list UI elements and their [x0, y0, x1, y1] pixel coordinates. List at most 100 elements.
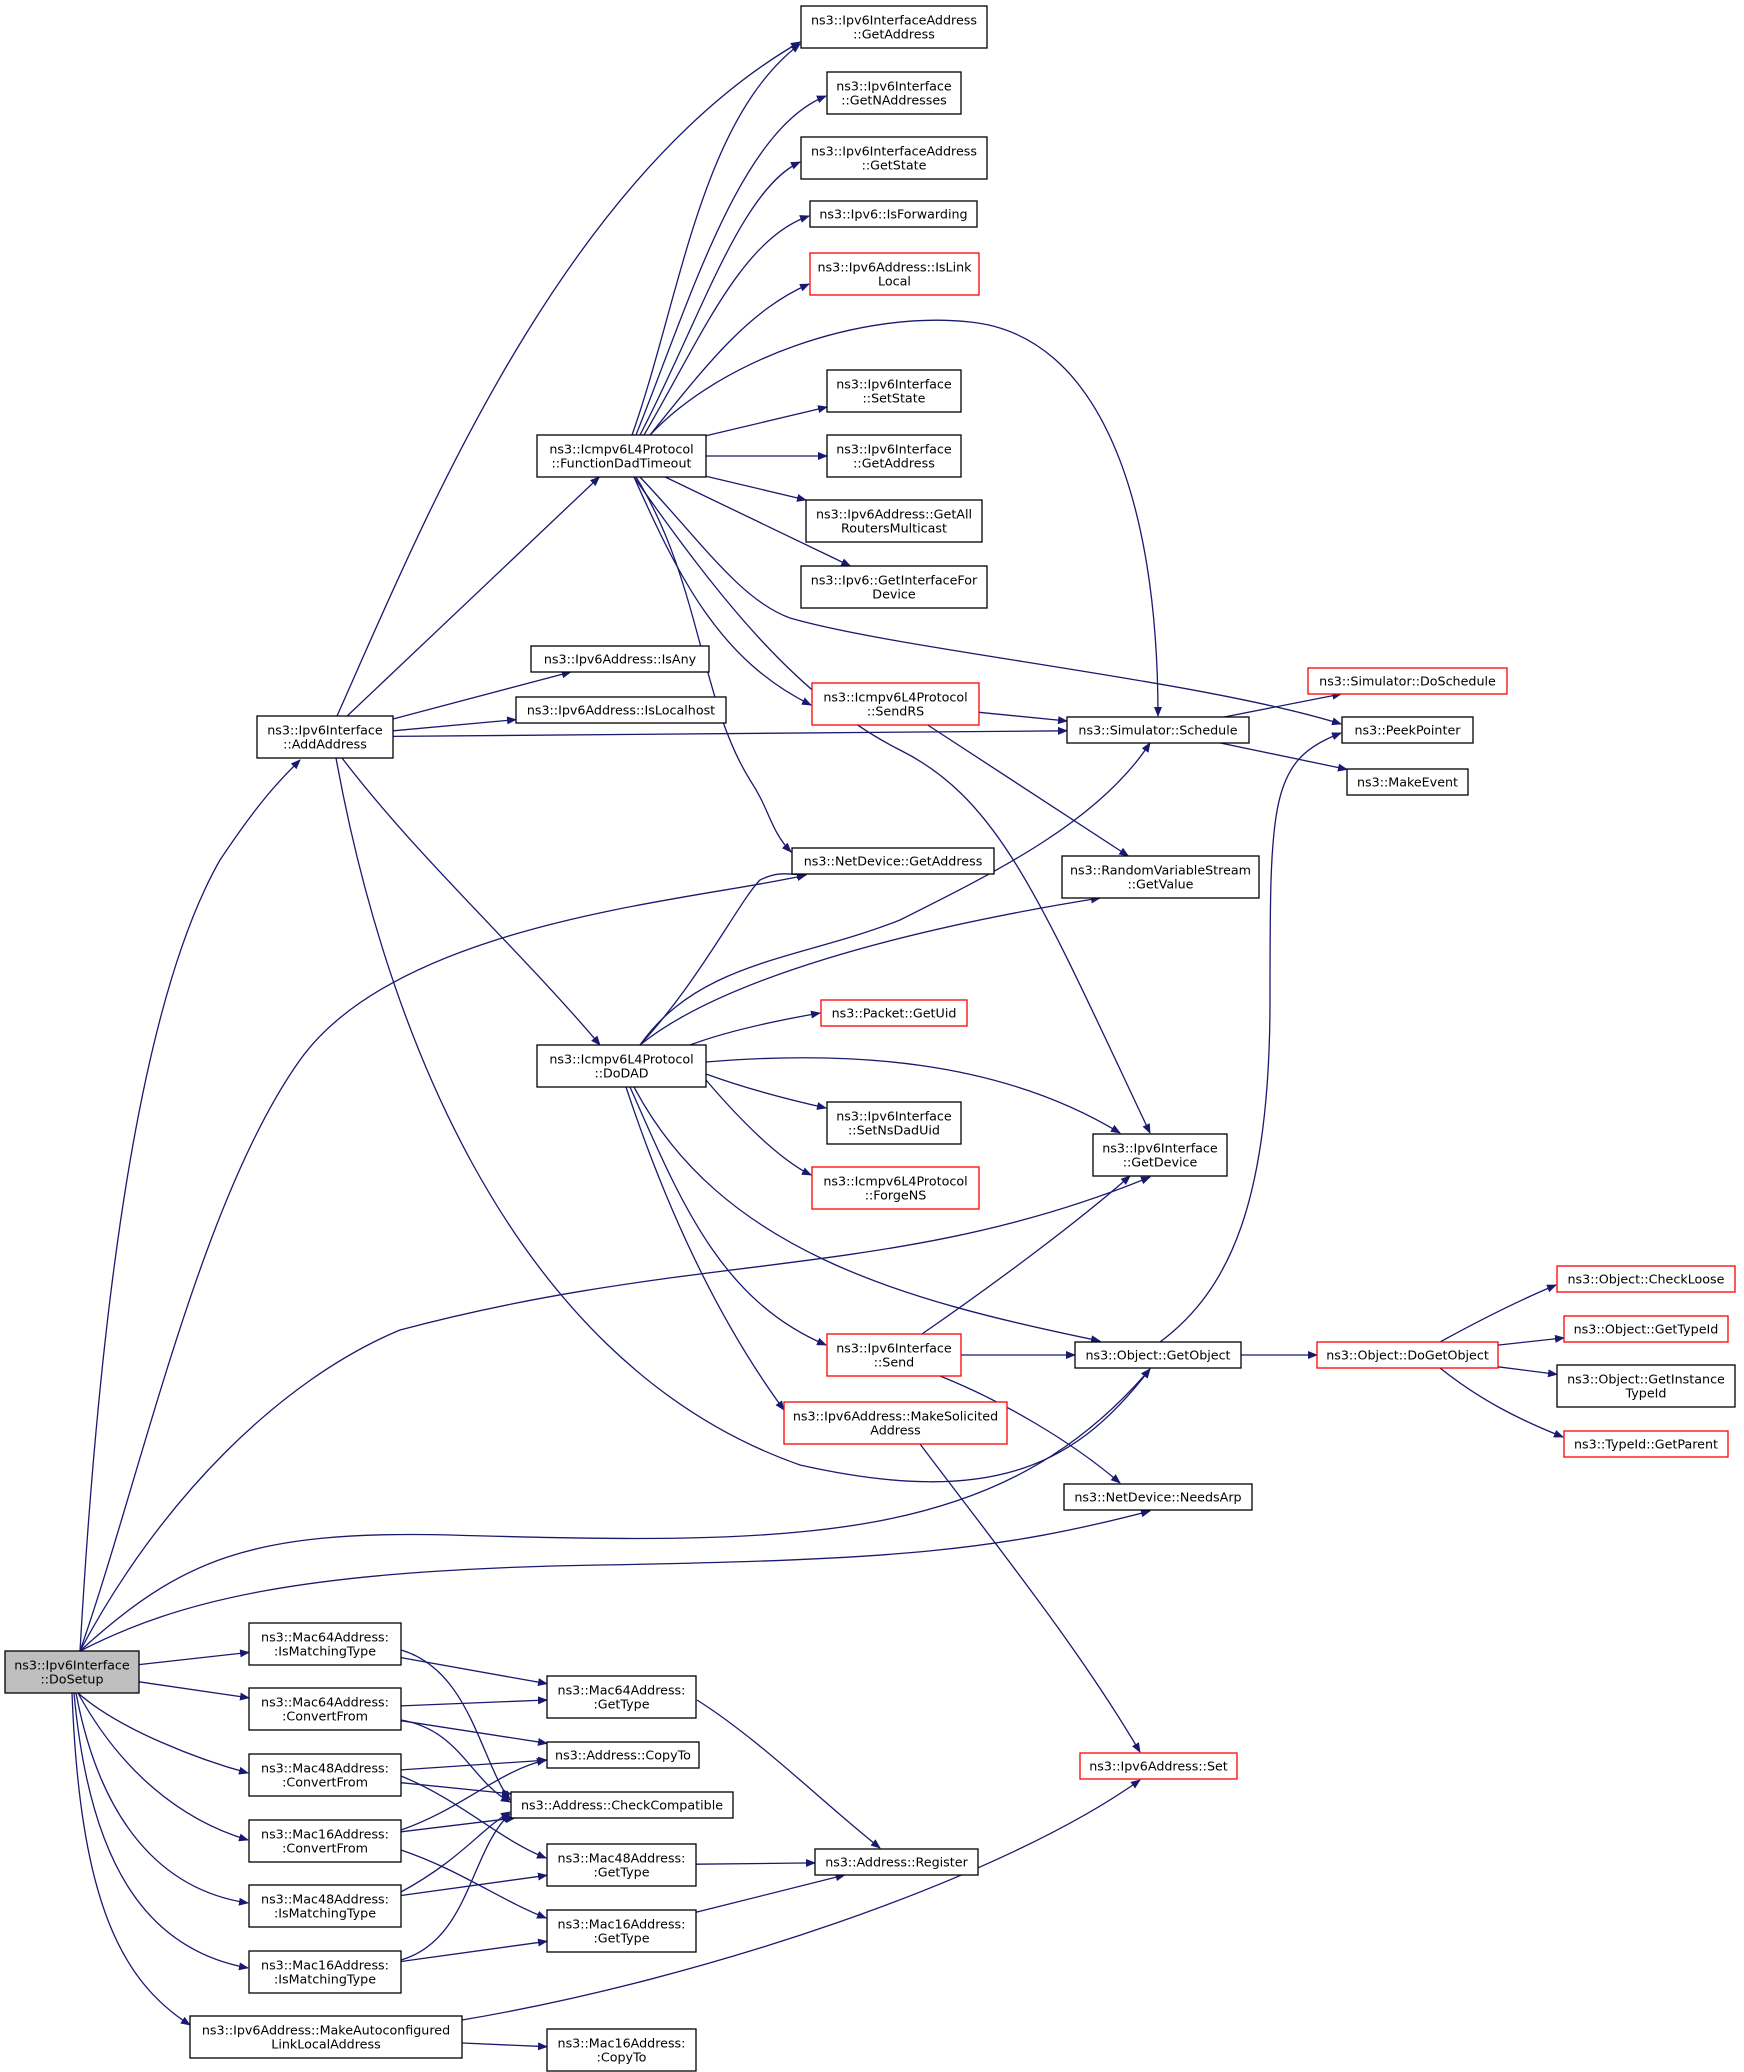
node-object-get-object[interactable]: ns3::Object::GetObject	[1074, 1341, 1242, 1369]
node-object-do-get-object[interactable]: ns3::Object::DoGetObject	[1316, 1341, 1499, 1369]
node-mac64-convert-from[interactable]: ns3::Mac64Address::ConvertFrom	[248, 1687, 402, 1731]
call-edge-iface_send-to-netdevice_needs_arp	[939, 1375, 1121, 1484]
node-make-autoconfigured-ll[interactable]: ns3::Ipv6Address::MakeAutoconfiguredLink…	[189, 2015, 463, 2059]
node-label-line: ns3::Icmpv6L4Protocol	[549, 1052, 693, 1067]
call-edge-mac64_is_matching_type-to-address_check_compatible	[400, 1649, 511, 1801]
node-ipv6-address-set[interactable]: ns3::Ipv6Address::Set	[1079, 1752, 1238, 1780]
node-box	[826, 369, 962, 413]
node-label-line: ns3::RandomVariableStream	[1070, 863, 1251, 878]
node-peek-pointer[interactable]: ns3::PeekPointer	[1341, 716, 1474, 744]
node-mac48-is-matching-type[interactable]: ns3::Mac48Address::IsMatchingType	[248, 1884, 402, 1928]
call-edge-object_do_get_object-to-object_check_loose	[1439, 1284, 1557, 1343]
call-edge-simulator_schedule-to-make_event	[1220, 742, 1348, 772]
call-edge-function_dad_timeout-to-iface_addr_get_state	[639, 161, 801, 436]
node-object-check-loose[interactable]: ns3::Object::CheckLoose	[1556, 1265, 1736, 1293]
node-is-any[interactable]: ns3::Ipv6Address::IsAny	[530, 645, 710, 673]
node-label-line: :IsMatchingType	[274, 1972, 376, 1987]
call-edge-mac16_convert_from-to-mac16_get_type	[400, 1849, 547, 1919]
node-iface-send[interactable]: ns3::Ipv6Interface::Send	[826, 1333, 962, 1377]
call-edge-mac48_is_matching_type-to-mac48_get_type	[400, 1872, 548, 1897]
node-mac16-get-type[interactable]: ns3::Mac16Address::GetType	[546, 1909, 697, 1953]
node-iface-get-address[interactable]: ns3::Ipv6Interface::GetAddress	[826, 434, 962, 478]
node-simulator-do-schedule[interactable]: ns3::Simulator::DoSchedule	[1307, 667, 1508, 695]
node-label-line: ns3::Ipv6Address::MakeAutoconfigured	[202, 2023, 450, 2038]
node-address-copy-to[interactable]: ns3::Address::CopyTo	[546, 1741, 700, 1769]
node-address-register[interactable]: ns3::Address::Register	[814, 1848, 979, 1876]
node-mac48-get-type[interactable]: ns3::Mac48Address::GetType	[546, 1843, 697, 1887]
node-label-line: ns3::Object::GetInstance	[1567, 1372, 1725, 1387]
node-label-line: ns3::Ipv6Interface	[836, 442, 952, 457]
node-mac48-convert-from[interactable]: ns3::Mac48Address::ConvertFrom	[248, 1753, 402, 1797]
node-box	[510, 1791, 734, 1819]
node-box	[1346, 768, 1469, 796]
node-label-line: ns3::Object::GetObject	[1085, 1348, 1230, 1363]
node-set-ns-dad-uid[interactable]: ns3::Ipv6Interface::SetNsDadUid	[826, 1101, 962, 1145]
node-typeid-get-parent[interactable]: ns3::TypeId::GetParent	[1563, 1430, 1729, 1458]
call-edge-do_dad-to-packet_get_uid	[689, 1010, 821, 1046]
call-edge-do_dad-to-iface_get_device	[705, 1057, 1121, 1134]
call-edge-mac64_convert_from-to-address_check_compatible	[400, 1719, 511, 1803]
node-box	[1063, 1483, 1253, 1511]
call-edge-function_dad_timeout-to-get_all_routers_multicast	[705, 475, 807, 502]
node-make-event[interactable]: ns3::MakeEvent	[1346, 768, 1469, 796]
node-label-line: ::GetAddress	[853, 27, 935, 42]
node-box	[826, 434, 962, 478]
nodes-layer: ns3::Ipv6Interface::DoSetupns3::Ipv6Inte…	[4, 5, 1736, 2072]
node-iface-addr-get-state[interactable]: ns3::Ipv6InterfaceAddress::GetState	[800, 136, 988, 180]
node-label-line: RoutersMulticast	[841, 521, 947, 536]
node-label-line: ::AddAddress	[283, 737, 367, 752]
node-packet-get-uid[interactable]: ns3::Packet::GetUid	[820, 999, 968, 1027]
node-mac16-convert-from[interactable]: ns3::Mac16Address::ConvertFrom	[248, 1819, 402, 1863]
node-function-dad-timeout[interactable]: ns3::Icmpv6L4Protocol::FunctionDadTimeou…	[536, 434, 707, 478]
node-label-line: ns3::Ipv6Address::Set	[1089, 1759, 1228, 1774]
node-mac16-copy-to[interactable]: ns3::Mac16Address::CopyTo	[546, 2028, 697, 2072]
call-edge-do_setup-to-mac48_is_matching_type	[75, 1692, 249, 1906]
node-is-localhost[interactable]: ns3::Ipv6Address::IsLocalhost	[515, 696, 727, 724]
node-label-line: ns3::Icmpv6L4Protocol	[823, 1174, 967, 1189]
node-label-line: ::SetState	[863, 391, 926, 406]
node-label-line: ns3::Icmpv6L4Protocol	[549, 442, 693, 457]
node-forge-ns[interactable]: ns3::Icmpv6L4Protocol::ForgeNS	[811, 1166, 980, 1210]
call-edge-function_dad_timeout-to-netdevice_get_address	[635, 476, 792, 853]
node-label-line: :GetType	[593, 1697, 649, 1712]
node-address-check-compatible[interactable]: ns3::Address::CheckCompatible	[510, 1791, 734, 1819]
node-label-line: ns3::Mac16Address:	[261, 1958, 389, 1973]
call-edge-add_address-to-function_dad_timeout	[346, 476, 601, 717]
node-send-rs[interactable]: ns3::Icmpv6L4Protocol::SendRS	[811, 682, 980, 726]
node-box	[248, 1622, 402, 1666]
node-label-line: ns3::TypeId::GetParent	[1574, 1437, 1718, 1452]
call-edge-mac16_get_type-to-address_register	[695, 1873, 846, 1913]
node-box	[248, 1819, 402, 1863]
node-mac64-get-type[interactable]: ns3::Mac64Address::GetType	[546, 1675, 697, 1719]
call-edge-do_dad-to-netdevice_get_address	[639, 870, 807, 1046]
node-object-get-type-id[interactable]: ns3::Object::GetTypeId	[1563, 1315, 1729, 1343]
node-do-dad[interactable]: ns3::Icmpv6L4Protocol::DoDAD	[536, 1044, 707, 1088]
node-mac64-is-matching-type[interactable]: ns3::Mac64Address::IsMatchingType	[248, 1622, 402, 1666]
node-netdevice-needs-arp[interactable]: ns3::NetDevice::NeedsArp	[1063, 1483, 1253, 1511]
node-box	[515, 696, 727, 724]
node-label-line: :GetType	[593, 1931, 649, 1946]
node-set-state[interactable]: ns3::Ipv6Interface::SetState	[826, 369, 962, 413]
call-edge-make_autoconfigured_ll-to-mac16_copy_to	[461, 2042, 548, 2051]
node-label-line: :GetType	[593, 1865, 649, 1880]
call-edge-do_dad-to-rvs_get_value	[639, 895, 1101, 1046]
node-label-line: ns3::NetDevice::GetAddress	[804, 854, 983, 869]
node-is-forwarding[interactable]: ns3::Ipv6::IsForwarding	[809, 200, 978, 228]
node-add-address[interactable]: ns3::Ipv6Interface::AddAddress	[256, 715, 394, 759]
node-label-line: Device	[872, 587, 916, 602]
node-iface-get-device[interactable]: ns3::Ipv6Interface::GetDevice	[1092, 1133, 1228, 1177]
node-label-line: ns3::MakeEvent	[1357, 775, 1458, 790]
node-iface-addr-get-address[interactable]: ns3::Ipv6InterfaceAddress::GetAddress	[800, 5, 988, 49]
node-mac16-is-matching-type[interactable]: ns3::Mac16Address::IsMatchingType	[248, 1950, 402, 1994]
node-simulator-schedule[interactable]: ns3::Simulator::Schedule	[1066, 716, 1250, 744]
node-rvs-get-value[interactable]: ns3::RandomVariableStream::GetValue	[1061, 855, 1260, 899]
node-label-line: ::ForgeNS	[865, 1188, 927, 1203]
node-netdevice-get-address[interactable]: ns3::NetDevice::GetAddress	[791, 847, 995, 875]
node-get-n-addresses[interactable]: ns3::Ipv6Interface::GetNAddresses	[826, 71, 962, 115]
